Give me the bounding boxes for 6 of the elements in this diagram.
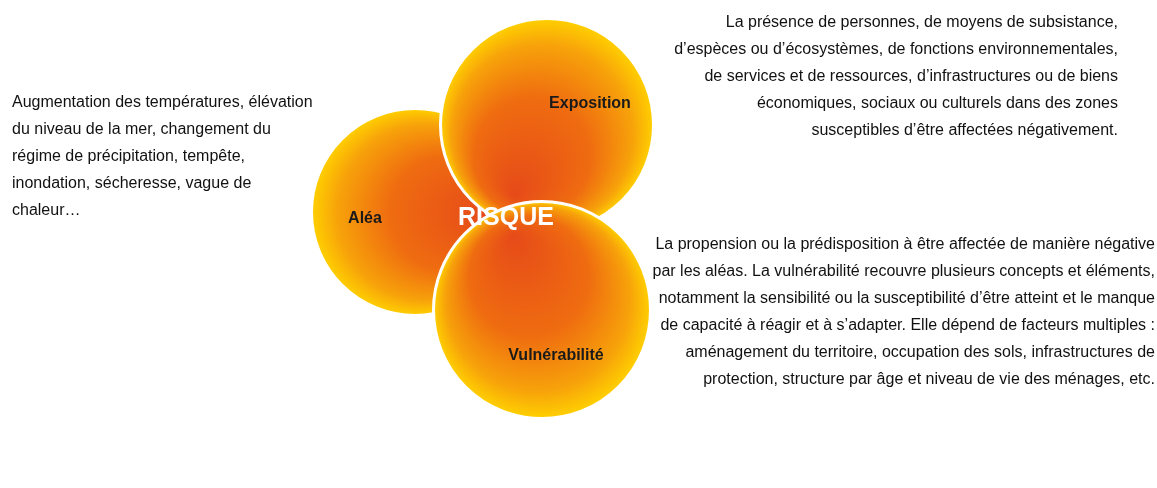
description-text: La présence de personnes, de moyens de subsistance, d’espèces ou d’écosystèmes, de fonctions environnementales, de services et de ressources, d’infrastructures ou de biens économiques, sociaux ou culturels dans des zones susceptibles d’être affectées négativement. xyxy=(673,12,1118,140)
circle-title: Vulnérabilité xyxy=(508,346,604,364)
description-text: Augmentation des températures, élévation du niveau de la mer, changement du régime de précipitation, tempête, inondation, sécheresse, vague de chaleur… xyxy=(12,92,314,220)
circle-title: Exposition xyxy=(549,94,631,112)
circle-title: Aléa xyxy=(348,209,382,227)
description-text: La propension ou la prédisposition à être affectée de manière négative par les aléas. La vulnérabilité recouvre plusieurs concepts et éléments, notamment la sensibilité ou la susceptibilité d’être atteint et le manque de capacité à réagir et à s’adapter. Elle dépend de facteurs multiples : aménagement du territoire, occupation des sols, infrastructures de protection, structure par âge et niveau de vie des ménages, etc. xyxy=(651,234,1155,389)
